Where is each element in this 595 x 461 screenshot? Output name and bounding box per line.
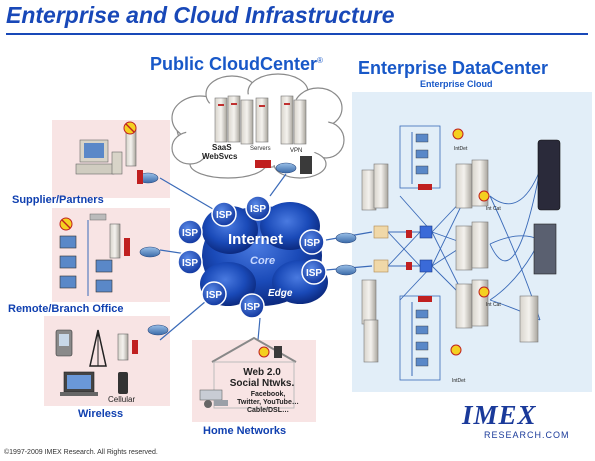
public-cloudcenter-title: Public CloudCenter® [150, 54, 323, 75]
isp-label: ISP [206, 290, 222, 301]
intcat-label: Int Cat [486, 206, 501, 212]
logo-sub-text: RESEARCH.COM [484, 430, 570, 440]
intcat-label: Int Cat [486, 302, 501, 308]
intdet-label: IntDet [454, 146, 468, 152]
isp-nodes: ISP ISP ISP ISP ISP ISP ISP ISP [177, 195, 327, 319]
enterprise-racks [399, 125, 441, 381]
intdet-label: IntDet [452, 378, 466, 384]
home-line5: Cable/DSL… [247, 407, 289, 414]
title-underline [6, 33, 588, 35]
home-firewall [274, 346, 282, 358]
enterprise-servers [361, 159, 539, 363]
wireless-devices [55, 329, 138, 396]
saas-label-2: WebSvcs [202, 152, 238, 161]
servers-label: Servers [250, 146, 271, 152]
wireless-label: Wireless [78, 408, 124, 420]
enterprise-switches [373, 225, 433, 273]
cloud-server-rack [214, 95, 307, 145]
storage-array [533, 223, 557, 275]
enterprise-cloud-subtitle: Enterprise Cloud [420, 79, 493, 89]
cellular-label: Cellular [108, 395, 135, 404]
isp-node: ISP [299, 229, 325, 255]
isp-label: ISP [306, 268, 322, 279]
supplier-partners-label: Supplier/Partners [12, 194, 104, 206]
home-networks-label: Home Networks [203, 425, 287, 437]
isp-node: ISP [177, 249, 203, 275]
internet-label: Internet [228, 231, 283, 248]
saas-label-1: SaaS [212, 143, 232, 152]
cloud-firewall [255, 160, 271, 168]
isp-label: ISP [182, 258, 198, 269]
isp-node: ISP [245, 195, 271, 221]
supplier-panel [52, 120, 170, 198]
home-modem [199, 389, 228, 408]
remote-office-devices [59, 213, 130, 296]
isp-node: ISP [211, 201, 237, 227]
isp-label: ISP [250, 204, 266, 215]
storage-tower [537, 139, 561, 211]
home-line1: Web 2.0 [243, 367, 281, 378]
core-label: Core [250, 255, 275, 267]
registered-mark: ® [317, 56, 323, 65]
cloud-router [275, 162, 297, 174]
copyright-notice: ©1997-2009 IMEX Research. All Rights res… [4, 449, 158, 456]
isp-node: ISP [177, 219, 203, 245]
home-line3: Facebook, [251, 391, 286, 398]
vpn-device [300, 156, 312, 174]
logo-main-text: IMEX [462, 400, 537, 430]
remote-branch-office-label: Remote/Branch Office [8, 303, 124, 315]
enterprise-datacenter-title: Enterprise DataCenter [358, 58, 549, 78]
isp-node: ISP [301, 259, 327, 285]
isp-node: ISP [201, 281, 227, 307]
enterprise-prohibit-icons [450, 128, 490, 356]
isp-label: ISP [304, 238, 320, 249]
page-title: Enterprise and Cloud Infrastructure [6, 2, 395, 28]
vpn-label: VPN [290, 148, 302, 154]
isp-label: ISP [244, 302, 260, 313]
public-cloudcenter-title-text: Public CloudCenter [150, 54, 318, 74]
isp-label: ISP [182, 228, 198, 239]
supplier-devices [75, 121, 143, 184]
isp-node: ISP [239, 293, 265, 319]
home-line2: Social Ntwks. [230, 378, 295, 389]
edge-label: Edge [268, 288, 293, 299]
imex-logo: IMEX RESEARCH.COM [460, 400, 586, 446]
home-prohibit-icon [258, 346, 270, 358]
home-line4: Twitter, YouTube… [237, 399, 299, 406]
isp-label: ISP [216, 210, 232, 221]
